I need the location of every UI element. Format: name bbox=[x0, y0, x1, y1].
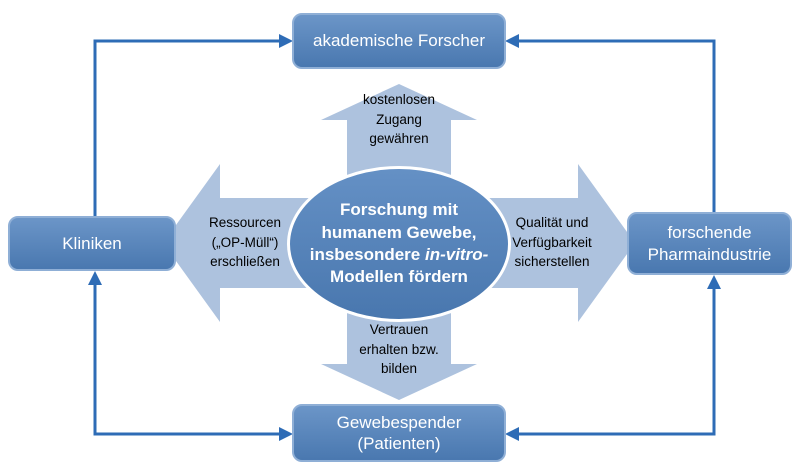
connector-pharma-to-forscher bbox=[519, 39, 716, 212]
node-akademische-forscher: akademische Forscher bbox=[292, 13, 506, 69]
goal-line-4: Modellen fördern bbox=[330, 267, 468, 287]
node-pharmaindustrie: forschende Pharmaindustrie bbox=[627, 212, 792, 275]
arrow-up-label: kostenlosen Zugang gewähren bbox=[362, 92, 436, 147]
goal-line-3-regular: insbesondere bbox=[309, 245, 425, 264]
goal-line-3: insbesondere in-vitro- bbox=[310, 244, 489, 266]
node-gewebespender: Gewebespender (Patienten) bbox=[292, 404, 506, 462]
connector-kliniken-to-forscher bbox=[93, 39, 279, 216]
arrowhead-into-pharma-bottom bbox=[707, 275, 721, 289]
goal-line-3-italic: in-vitro- bbox=[424, 245, 489, 264]
arrowhead-into-kliniken-bottom bbox=[88, 271, 102, 285]
connector-pharma-gewebespender bbox=[519, 289, 716, 436]
arrowhead-into-gewebespender-right bbox=[505, 427, 519, 441]
block-arrow-right bbox=[478, 164, 635, 322]
arrow-right-label: Qualität und Verfügbarkeit sicherstellen bbox=[512, 215, 592, 270]
arrow-down-label: Vertrauen erhalten bzw. bilden bbox=[359, 322, 439, 377]
arrowhead-into-forscher-right bbox=[505, 34, 519, 48]
node-kliniken: Kliniken bbox=[8, 216, 176, 271]
arrowhead-into-forscher-left bbox=[279, 34, 293, 48]
goal-line-1: Forschung mit bbox=[339, 200, 459, 220]
goal-line-2: humanem Gewebe, bbox=[321, 222, 477, 242]
central-goal-ellipse: Forschung mit humanem Gewebe, insbesonde… bbox=[287, 166, 511, 322]
connector-kliniken-gewebespender bbox=[93, 285, 279, 436]
arrowhead-into-gewebespender-left bbox=[279, 427, 293, 441]
block-arrow-left bbox=[163, 164, 320, 322]
arrow-left-label: Ressourcen („OP-Müll“) erschließen bbox=[208, 215, 282, 270]
